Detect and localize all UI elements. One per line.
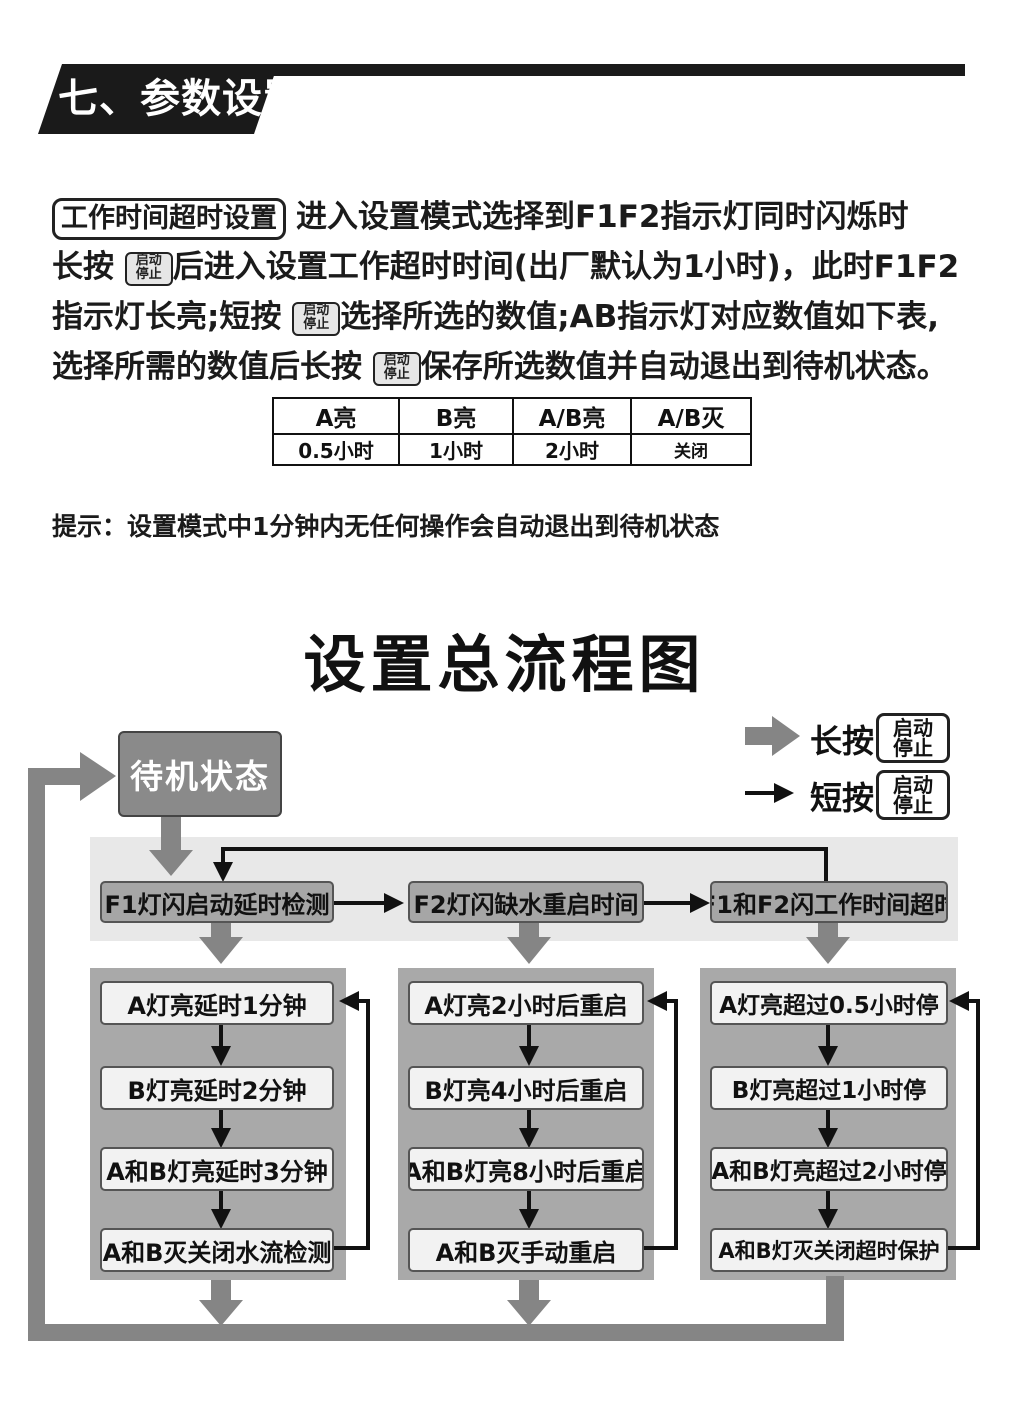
mode-box-f2: F2灯闪缺水重启时间 [408,881,644,923]
start-stop-key-icon: 启动停止 [372,351,421,386]
option-box: B灯亮延时2分钟 [100,1066,334,1110]
table-header-cell: B亮 [398,397,514,435]
option-box: A灯亮超过0.5小时停 [710,981,948,1025]
table-value-cell: 1小时 [398,433,514,466]
start-stop-key-icon: 启动停止 [292,301,341,336]
mode-box-f1f2: F1和F2闪工作时间超时 [710,881,948,923]
mode-to-column-arrows [199,921,850,964]
key-top-label: 启动 [893,716,933,740]
legend-long-press-label: 长按 [810,722,875,760]
legend-short-press-label: 短按 [810,779,875,817]
option-box: A灯亮2小时后重启 [408,981,644,1025]
start-stop-key-icon: 启动停止 [124,251,173,286]
option-box: B灯亮4小时后重启 [408,1066,644,1110]
paragraph-line-4-end: 保存所选数值并自动退出到待机状态。 [420,349,948,385]
setting-name-chip: 工作时间超时设置 [52,197,286,240]
key-bottom-label: 停止 [893,793,933,817]
option-box: A和B灯亮延时3分钟 [100,1147,334,1191]
mode-box-f1: F1灯闪启动延时检测 [100,881,334,923]
option-box: A和B灯亮8小时后重启 [408,1147,644,1191]
option-box: A灯亮延时1分钟 [100,981,334,1025]
return-to-standby-loop [28,752,844,1341]
timeout-options-table: A亮 B亮 A/B亮 A/B灭 0.5小时 1小时 2小时 关闭 [272,397,752,466]
section-header-rule [230,64,965,76]
table-value-cell: 2小时 [512,433,632,466]
short-press-mode-arrows [213,847,828,913]
option-box: A和B灭关闭水流检测 [100,1228,334,1272]
table-header-cell: A亮 [272,397,400,435]
key-bottom-label: 停止 [383,366,410,382]
short-press-option-arrows [211,991,980,1250]
instruction-paragraph: 工作时间超时设置进入设置模式选择到F1F2指示灯同时闪烁时 长按 启动停止后进入… [52,192,972,392]
paragraph-line-2-end: 后进入设置工作超时时间(出厂默认为1小时)，此时F1F2 [172,249,960,285]
column-exit-arrows [199,1280,551,1326]
legend-start-stop-key-icon: 启动 停止 [876,713,950,763]
option-box: A和B灭手动重启 [408,1228,644,1272]
standby-state-box: 待机状态 [118,731,282,817]
paragraph-line-4-start: 选择所需的数值后长按 [52,349,362,385]
key-top-label: 启动 [893,773,933,797]
key-bottom-label: 停止 [893,736,933,760]
option-box: A和B灯灭关闭超时保护 [710,1228,948,1272]
paragraph-line-1: 进入设置模式选择到F1F2指示灯同时闪烁时 [296,199,909,235]
paragraph-line-3-start: 指示灯长亮;短按 [52,299,282,335]
legend-long-press-arrow [745,716,800,756]
key-top-label: 启动 [383,352,410,368]
option-box: B灯亮超过1小时停 [710,1066,948,1110]
key-top-label: 启动 [303,302,330,318]
flowchart-title: 设置总流程图 [303,628,706,701]
table-value-cell: 0.5小时 [272,433,400,466]
legend-start-stop-key-icon: 启动 停止 [876,770,950,820]
table-header-cell: A/B灭 [630,397,752,435]
paragraph-line-3-end: 选择所选的数值;AB指示灯对应数值如下表, [340,299,939,335]
tip-text: 提示：设置模式中1分钟内无任何操作会自动退出到待机状态 [52,512,720,541]
section-header-tab [38,64,278,134]
key-bottom-label: 停止 [303,316,330,332]
key-bottom-label: 停止 [135,266,162,282]
section-title: 七、参数设置 [58,76,304,122]
key-top-label: 启动 [135,252,162,268]
standby-to-mode-arrow [149,815,193,876]
table-value-cell: 关闭 [630,433,752,466]
option-box: A和B灯亮超过2小时停 [710,1147,948,1191]
table-header-cell: A/B亮 [512,397,632,435]
paragraph-line-2-start: 长按 [52,249,114,285]
